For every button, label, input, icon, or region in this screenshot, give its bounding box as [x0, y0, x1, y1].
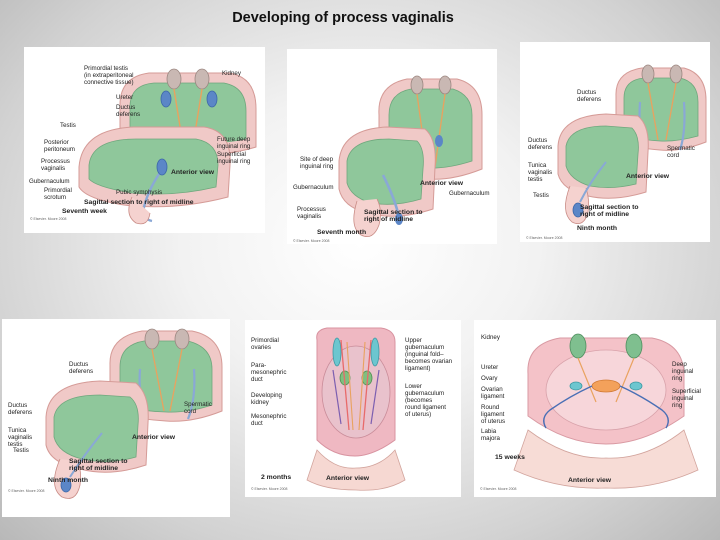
image-credit: © Elsevier. Moore 2008	[30, 217, 67, 221]
label-sagittal-section: Sagittal section to right of midline	[84, 199, 194, 206]
label-sagittal-section: Sagittal section to right of midline	[580, 204, 639, 218]
slide-title: Developing of process vaginalis	[232, 10, 454, 26]
label-ureter: Ureter	[481, 364, 499, 371]
label-stage: 15 weeks	[495, 454, 525, 461]
label-labia-majora: Labia majora	[481, 428, 500, 442]
label-anterior-view: Anterior view	[132, 434, 176, 441]
label-sagittal-section: Sagittal section to right of midline	[69, 458, 128, 472]
image-credit: © Elsevier. Moore 2008	[526, 236, 563, 240]
label-anterior-view: Anterior view	[326, 475, 370, 482]
label-anterior-view: Anterior view	[171, 169, 215, 176]
label-superficial-ring: Superficial inguinal ring	[672, 388, 701, 409]
diagram-two-months: Primordial ovaries Para- mesonephric duc…	[245, 320, 461, 497]
label-ductus-deferens: Ductus deferens	[8, 402, 33, 416]
image-credit: © Elsevier. Moore 2008	[8, 489, 45, 493]
label-mesonephric-duct: Mesonephric duct	[251, 413, 287, 427]
ninth-month-illustration-top	[557, 64, 707, 225]
two-months-illustration	[306, 327, 406, 491]
label-stage: Seventh week	[62, 208, 107, 215]
label-upper-gubernaculum: Upper gubernaculum (inguinal fold– becom…	[405, 337, 453, 372]
label-ductus-deferens-top: Ductus deferens	[577, 89, 602, 103]
label-ductus-deferens: Ductus deferens	[528, 137, 553, 151]
diagram-fifteen-weeks: Kidney Ureter Ovary Ovarian ligament Rou…	[474, 320, 716, 497]
label-spermatic-cord: Spermatic cord	[184, 401, 212, 415]
image-credit: © Elsevier. Moore 2008	[251, 487, 288, 491]
fifteen-weeks-illustration	[513, 333, 699, 489]
label-gubernaculum: Gubernaculum	[293, 184, 334, 191]
label-testis: Testis	[60, 122, 76, 129]
seventh-week-illustration	[78, 68, 257, 225]
label-processus-vaginalis: Processus vaginalis	[41, 158, 70, 172]
label-ureter: Ureter	[116, 94, 134, 101]
seventh-month-illustration	[338, 75, 483, 238]
label-stage: Ninth month	[577, 225, 618, 232]
label-superficial-ring: Superficial inguinal ring	[217, 151, 251, 165]
label-processus-vaginalis: Processus vaginalis	[297, 206, 326, 220]
image-credit: © Elsevier. Moore 2008	[293, 239, 330, 243]
label-tunica-vaginalis: Tunica vaginalis testis	[8, 427, 33, 448]
label-stage: Seventh month	[317, 229, 367, 236]
label-ductus-deferens: Ductus deferens	[116, 104, 141, 118]
diagram-ninth-month-bottom: Ductus deferens Ductus deferens Tunica v…	[2, 319, 230, 517]
label-anterior-view: Anterior view	[568, 477, 612, 484]
label-sagittal-section: Sagittal section to right of midline	[364, 209, 423, 223]
ninth-month-illustration-bottom	[45, 328, 223, 499]
label-developing-kidney: Developing kidney	[251, 392, 282, 406]
label-pubic-symphysis: Pubic symphysis	[116, 189, 163, 196]
label-paramesonephric-duct: Para- mesonephric duct	[251, 362, 287, 383]
label-posterior-peritoneum: Posterior peritoneum	[44, 139, 75, 153]
label-spermatic-cord: Spermatic cord	[667, 145, 695, 159]
label-kidney: Kidney	[222, 70, 241, 77]
label-kidney: Kidney	[481, 334, 500, 341]
label-testis: Testis	[533, 192, 549, 199]
label-deep-ring: Deep inguinal ring	[672, 361, 694, 382]
label-future-deep-ring: Future deep inguinal ring	[217, 136, 251, 150]
diagram-ninth-month-top: Ductus deferens Ductus deferens Tunica v…	[520, 42, 710, 242]
diagram-seventh-month: Site of deep inguinal ring Gubernaculum …	[287, 49, 497, 244]
label-primordial-ovaries: Primordial ovaries	[251, 337, 279, 351]
label-stage: Ninth month	[48, 477, 89, 484]
label-anterior-view: Anterior view	[626, 173, 670, 180]
label-gubernaculum: Gubernaculum	[29, 178, 70, 185]
label-round-ligament: Round ligament of uterus	[481, 404, 506, 425]
diagram-seventh-week: Primordial testis (in extraperitoneal co…	[24, 47, 265, 233]
label-ovarian-ligament: Ovarian ligament	[481, 386, 505, 400]
label-anterior-view: Anterior view	[420, 180, 464, 187]
label-tunica-vaginalis: Tunica vaginalis testis	[528, 162, 553, 183]
label-ductus-deferens-top: Ductus deferens	[69, 361, 94, 375]
label-ovary: Ovary	[481, 375, 498, 382]
label-gubernaculum-right: Gubernaculum	[449, 190, 490, 197]
image-credit: © Elsevier. Moore 2008	[480, 487, 517, 491]
label-site-deep-ring: Site of deep inguinal ring	[300, 156, 334, 170]
label-primordial-testis: Primordial testis (in extraperitoneal co…	[84, 65, 134, 86]
label-stage: 2 months	[261, 474, 292, 481]
label-lower-gubernaculum: Lower gubernaculum (becomes round ligame…	[405, 383, 446, 418]
label-testis: Testis	[13, 447, 29, 454]
label-primordial-scrotum: Primordial scrotum	[44, 187, 72, 201]
